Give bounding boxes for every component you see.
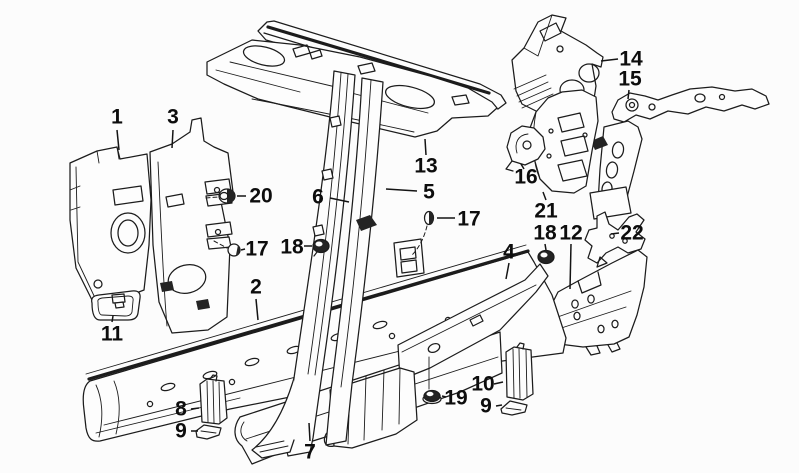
assembly-dashed-lines [205, 196, 428, 256]
leader-line [255, 298, 259, 321]
grommet-18-left [312, 238, 330, 257]
callout-16: 16 [514, 163, 538, 189]
leader-line [385, 188, 418, 192]
part-number-label: 17 [457, 208, 480, 231]
part-22-bracket [584, 211, 646, 268]
callout-5: 5 [385, 181, 435, 204]
part-10-bracket [505, 342, 534, 401]
leader-line [190, 407, 200, 410]
callout-11: 11 [101, 315, 124, 346]
leader-line [171, 129, 174, 149]
part-number-label: 19 [444, 387, 467, 410]
leader-line [111, 315, 114, 323]
callout-1: 1 [111, 106, 123, 151]
part-number-label: 5 [423, 181, 435, 204]
part-number-label: 10 [471, 373, 494, 396]
part-4-inner-sill-panel [397, 263, 549, 381]
part-number-label: 2 [250, 276, 262, 299]
part-number-label: 4 [503, 241, 515, 264]
part-5-pillar-inner [325, 77, 425, 446]
callout-7: 7 [304, 422, 316, 464]
part-9-clip-right [500, 400, 528, 416]
callout-12: 12 [559, 222, 583, 290]
part-number-label: 6 [312, 186, 324, 209]
callout-3: 3 [167, 106, 179, 149]
plug-17-left [227, 243, 241, 257]
grommet-18-right [537, 249, 555, 265]
part-8-bracket [199, 374, 228, 425]
callout-18-right: 18 [533, 222, 557, 251]
part-number-label: 13 [414, 155, 437, 178]
leader-line [329, 197, 350, 203]
leader-line [424, 138, 427, 156]
leader-line [627, 89, 630, 100]
callout-14: 14 [600, 48, 643, 71]
part-number-label: 15 [618, 68, 642, 91]
leader-line [569, 243, 572, 290]
part-1-front-wheelhouse-panel [69, 146, 152, 309]
callout-6: 6 [312, 186, 350, 209]
leader-line [493, 381, 504, 385]
part-15-gusset [611, 86, 770, 123]
callout-2: 2 [250, 276, 262, 321]
plug-17-right [423, 210, 435, 226]
callout-9-left: 9 [175, 420, 198, 443]
leader-line [308, 422, 311, 442]
part-number-label: 22 [620, 222, 643, 245]
callout-4: 4 [503, 241, 515, 280]
part-11-gasket [91, 290, 141, 321]
part-12-closing-panel [544, 249, 648, 356]
leader-line [441, 395, 447, 398]
callout-13: 13 [414, 138, 438, 178]
part-number-label: 9 [480, 395, 492, 418]
callout-15: 15 [618, 68, 642, 100]
leader-line [240, 248, 246, 251]
callout-21: 21 [534, 191, 558, 223]
part-number-label: 7 [304, 441, 316, 464]
part-21-quarter-inner-panel [529, 89, 599, 194]
part-number-label: 20 [249, 185, 272, 208]
part-number-label: 18 [533, 222, 557, 245]
part-number-label: 12 [559, 222, 582, 245]
grommet-19 [422, 389, 442, 405]
part-16-bracket [505, 125, 546, 172]
part-number-label: 3 [167, 106, 179, 129]
part-number-label: 16 [514, 166, 537, 189]
part-9-clip-left [195, 424, 222, 440]
leader-line [116, 129, 120, 151]
part-15-quarter-rail [589, 120, 643, 220]
leader-line [542, 191, 547, 201]
leader-line [544, 243, 547, 251]
callout-10: 10 [471, 373, 504, 396]
callout-19: 19 [441, 387, 468, 410]
callout-8: 8 [175, 398, 200, 421]
leader-line [495, 404, 503, 407]
part-number-label: 11 [101, 323, 124, 346]
leader-line [610, 232, 620, 235]
leader-line [520, 163, 525, 170]
part-number-label: 17 [245, 238, 268, 261]
grommet-20 [218, 188, 236, 204]
callout-22: 22 [610, 222, 644, 245]
callout-18-left: 18 [280, 236, 312, 259]
part-number-label: 21 [534, 200, 558, 223]
part-number-label: 18 [280, 236, 304, 259]
leader-line [600, 58, 619, 62]
part-number-label: 8 [175, 398, 187, 421]
part-number-label: 1 [111, 106, 123, 129]
leader-line [505, 262, 510, 280]
callout-17-right: 17 [437, 208, 481, 231]
callout-9-right: 9 [480, 395, 503, 418]
part-6-pillar-outer [251, 70, 356, 459]
part-number-label: 9 [175, 420, 187, 443]
part-3-hinge-pillar-panel [149, 117, 234, 334]
part-number-label: 14 [619, 48, 643, 71]
callout-20: 20 [237, 185, 273, 208]
callout-17-left: 17 [240, 238, 269, 261]
